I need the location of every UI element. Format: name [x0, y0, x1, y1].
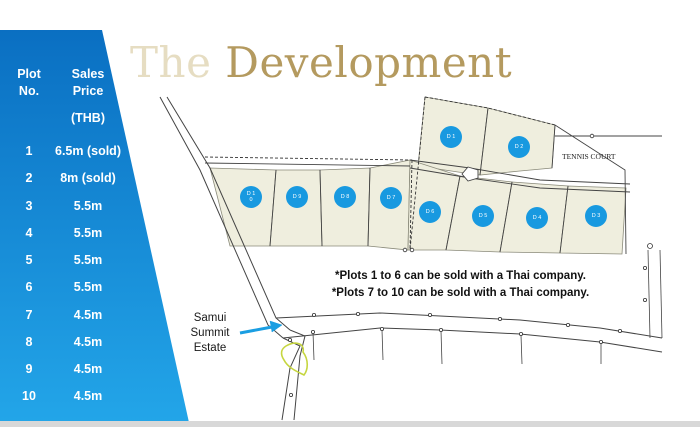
header-currency: (THB) — [70, 111, 105, 125]
estate-label-line3: Estate — [193, 342, 227, 354]
price-row-value: 5.5m — [73, 226, 103, 240]
plot-badge-d4: D 4 — [526, 207, 548, 229]
header-plot-line2: No. — [18, 84, 40, 98]
price-row-plot: 7 — [25, 308, 33, 322]
plot-dividers — [269, 107, 569, 254]
price-row-value: 8m (sold) — [60, 171, 116, 185]
price-row-plot: 6 — [25, 280, 33, 294]
price-row-plot: 5 — [25, 253, 33, 267]
price-row-plot: 2 — [25, 171, 33, 185]
plot-notes: *Plots 1 to 6 can be sold with a Thai co… — [318, 268, 603, 302]
price-row-value: 6.5m (sold) — [55, 144, 121, 158]
plot-7-west-dash — [409, 96, 426, 251]
title-development: Development — [225, 38, 513, 87]
header-price-line2: Price — [72, 84, 104, 98]
road-roundabout — [461, 166, 479, 182]
plot-badge-d5: D 5 — [472, 205, 494, 227]
plot-areas — [209, 96, 627, 255]
price-row-value: 4.5m — [73, 335, 103, 349]
price-row-value: 5.5m — [73, 253, 103, 267]
price-row-value: 4.5m — [73, 389, 103, 403]
estate-label-line2: Summit — [190, 327, 230, 339]
note-plots-1-6: *Plots 1 to 6 can be sold with a Thai co… — [335, 270, 586, 282]
north-boundary — [204, 156, 413, 161]
price-row-value: 4.5m — [73, 362, 103, 376]
price-row-plot: 3 — [25, 199, 33, 213]
price-row-plot: 4 — [25, 226, 33, 240]
internal-road — [204, 159, 631, 193]
dashed-boundaries — [204, 96, 556, 251]
lower-plot-lines — [312, 249, 663, 365]
header-sales-price: Sales Price — [52, 66, 124, 100]
plot-badge-d10: D 10 — [240, 186, 262, 208]
plot-badge-d9: D 9 — [286, 186, 308, 208]
header-price-line1: Sales — [71, 67, 105, 81]
tennis-court-label: TENNIS COURT — [562, 152, 616, 161]
survey-points — [287, 133, 653, 397]
price-row-plot: 9 — [25, 362, 33, 376]
header-plot-line1: Plot — [17, 67, 41, 81]
price-row-plot: 8 — [25, 335, 33, 349]
price-row-value: 4.5m — [73, 308, 103, 322]
price-row-plot: 10 — [22, 389, 36, 403]
price-row-value: 5.5m — [73, 280, 103, 294]
price-table: Plot No. Sales Price (THB) 1 6.5m (sold) 2… — [0, 0, 190, 427]
plot-badge-d3: D 3 — [585, 205, 607, 227]
estate-label-line1: Samui — [193, 312, 227, 324]
price-row-plot: 1 — [25, 144, 33, 158]
header-plot-no: Plot No. — [8, 66, 50, 100]
main-road — [159, 96, 663, 421]
bottom-divider — [0, 421, 700, 427]
plot-badge-d1: D 1 — [440, 126, 462, 148]
estate-outline — [280, 342, 309, 377]
plot-6-7-dash — [409, 159, 413, 251]
tennis-court-outline — [554, 124, 662, 255]
plot-badge-d2: D 2 — [508, 136, 530, 158]
arrow-icon — [239, 320, 283, 335]
plot-area-d10 — [209, 167, 277, 247]
plot-badge-d6: D 6 — [419, 201, 441, 223]
note-plots-7-10: *Plots 7 to 10 can be sold with a Thai c… — [331, 287, 590, 299]
estate-label: Samui Summit Estate — [183, 311, 237, 356]
price-row-value: 5.5m — [73, 199, 103, 213]
page-title: The Development — [130, 38, 512, 88]
title-the: The — [130, 38, 212, 87]
plot-badge-d7: D 7 — [380, 187, 402, 209]
plot-badge-d8: D 8 — [334, 186, 356, 208]
upper-boundary — [424, 96, 556, 126]
price-panel-background — [0, 30, 190, 427]
plot-area-d9 — [269, 169, 323, 247]
